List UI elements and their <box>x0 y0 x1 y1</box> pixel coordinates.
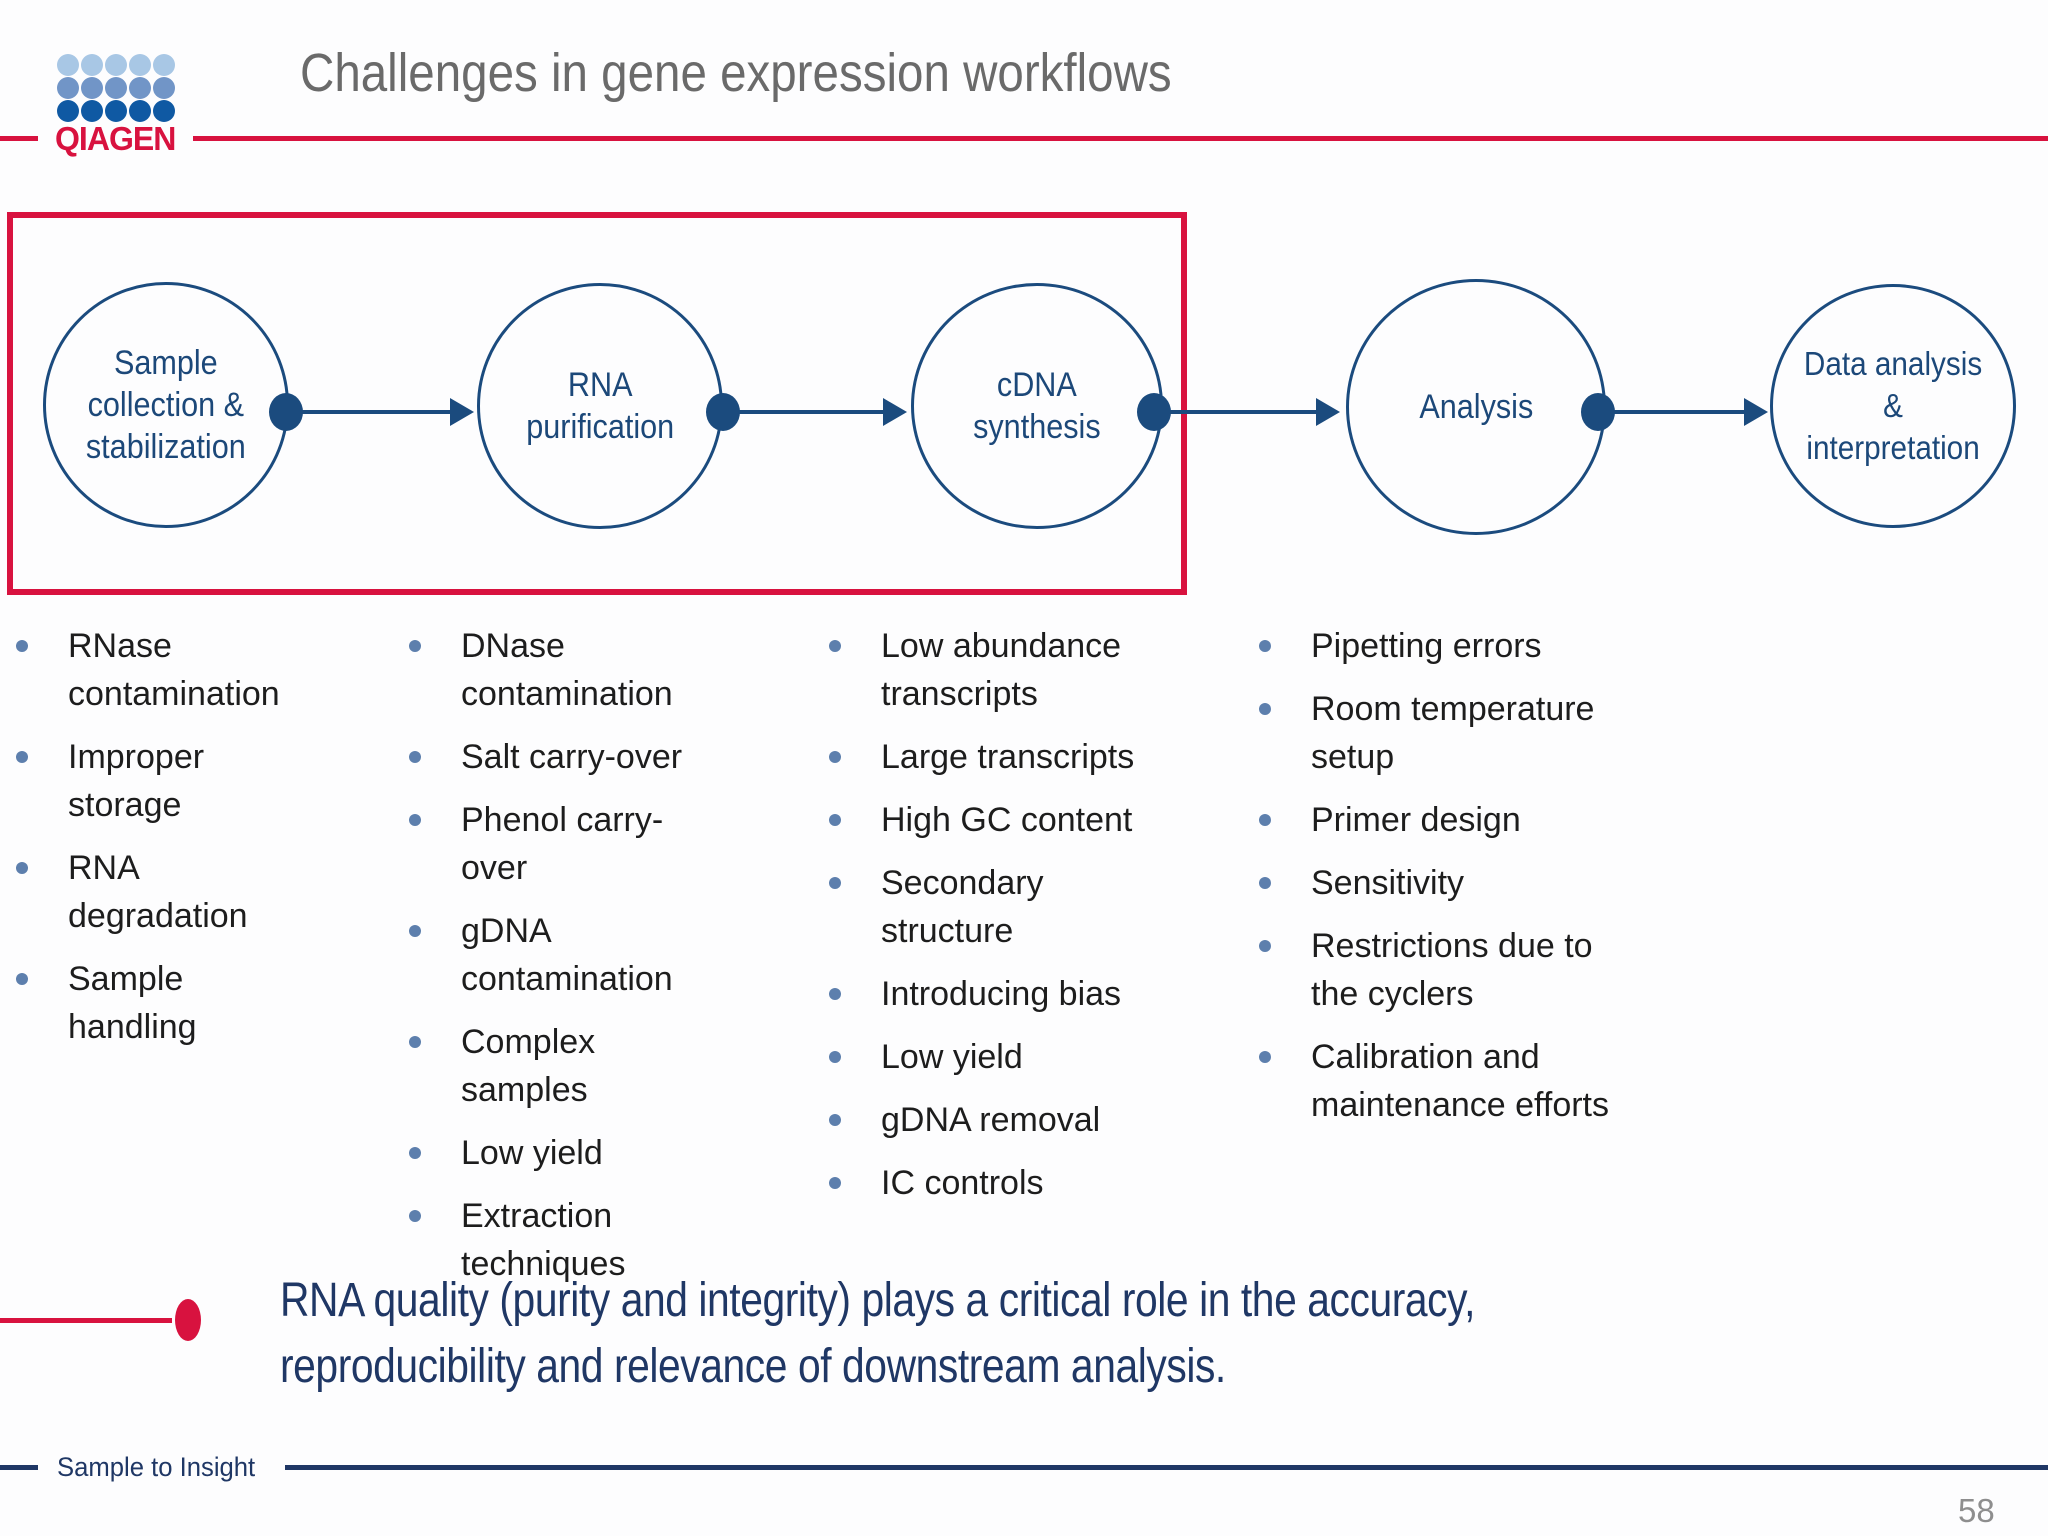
arrow-line-icon <box>1168 410 1316 414</box>
connector-dot-icon <box>1137 393 1171 431</box>
list-item: Introducing bias <box>827 970 1142 1018</box>
list-item: Extraction techniques <box>407 1192 717 1288</box>
logo-dot <box>129 54 151 76</box>
logo-dot <box>57 100 79 122</box>
logo-dot <box>153 54 175 76</box>
logo-dot <box>81 77 103 99</box>
logo-dot <box>81 100 103 122</box>
list-item: Restrictions due to the cyclers <box>1257 922 1617 1018</box>
connector-dot-icon <box>269 393 303 431</box>
logo-dot <box>105 100 127 122</box>
logo-dot <box>153 100 175 122</box>
statement-rule <box>0 1318 172 1323</box>
list-item: Secondary structure <box>827 859 1142 955</box>
list-item: gDNA contamination <box>407 907 717 1003</box>
logo-dot <box>129 77 151 99</box>
list-item: Complex samples <box>407 1018 717 1114</box>
workflow-step-cdna-synthesis: cDNA synthesis <box>911 283 1163 529</box>
arrow-head-icon <box>1744 398 1768 426</box>
logo-dot <box>153 77 175 99</box>
highlight-box <box>7 212 1187 595</box>
logo-dot <box>57 54 79 76</box>
logo-dot <box>105 77 127 99</box>
footer-tagline: Sample to Insight <box>57 1452 256 1482</box>
list-item: Improper storage <box>14 733 314 829</box>
list-item: Low yield <box>827 1033 1142 1081</box>
arrow-line-icon <box>300 410 450 414</box>
connector-dot-icon <box>1581 393 1615 431</box>
workflow-step-label: Data analysis & interpretation <box>1803 345 1983 466</box>
statement-dot-icon <box>175 1299 201 1341</box>
arrow-head-icon <box>883 398 907 426</box>
workflow-step-data-analysis: Data analysis & interpretation <box>1770 284 2016 528</box>
workflow-step-analysis: Analysis <box>1346 279 1606 535</box>
list-item: Pipetting errors <box>1257 622 1617 670</box>
list-item: RNase contamination <box>14 622 314 718</box>
list-item: RNA degradation <box>14 844 314 940</box>
statement-text: RNA quality (purity and integrity) plays… <box>280 1274 1475 1393</box>
list-item: Low abundance transcripts <box>827 622 1142 718</box>
challenge-column-cdna-synthesis: Low abundance transcripts Large transcri… <box>827 622 1142 1222</box>
arrow-head-icon <box>1316 398 1340 426</box>
logo-dot <box>81 54 103 76</box>
arrow-line-icon <box>737 410 883 414</box>
header-rule-left <box>0 136 38 141</box>
list-item: Phenol carry-over <box>407 796 717 892</box>
arrow-head-icon <box>450 398 474 426</box>
page-title: Challenges in gene expression workflows <box>300 43 1172 103</box>
arrow-line-icon <box>1612 410 1744 414</box>
workflow-step-label: Sample collection & stabilization <box>86 344 246 466</box>
logo-dot <box>129 100 151 122</box>
list-item: High GC content <box>827 796 1142 844</box>
list-item: Low yield <box>407 1129 717 1177</box>
workflow-step-sample-collection: Sample collection & stabilization <box>43 282 289 528</box>
list-item: gDNA removal <box>827 1096 1142 1144</box>
footer-rule-left <box>0 1465 38 1470</box>
logo-dot <box>105 54 127 76</box>
challenge-column-analysis: Pipetting errors Room temperature setup … <box>1257 622 1617 1144</box>
brand-wordmark: QIAGEN <box>55 120 176 157</box>
list-item: Primer design <box>1257 796 1617 844</box>
list-item: Large transcripts <box>827 733 1142 781</box>
workflow-step-label: RNA purification <box>526 366 674 446</box>
list-item: IC controls <box>827 1159 1142 1207</box>
qiagen-logo-icon <box>57 54 175 122</box>
workflow-step-rna-purification: RNA purification <box>477 283 723 529</box>
list-item: Calibration and maintenance efforts <box>1257 1033 1617 1129</box>
connector-dot-icon <box>706 393 740 431</box>
challenge-column-sample-collection: RNase contamination Improper storage RNA… <box>14 622 314 1066</box>
list-item: Room temperature setup <box>1257 685 1617 781</box>
footer-rule <box>285 1465 2048 1470</box>
workflow-step-label: Analysis <box>1419 388 1533 426</box>
challenge-column-rna-purification: DNase contamination Salt carry-over Phen… <box>407 622 717 1303</box>
list-item: Sample handling <box>14 955 314 1051</box>
list-item: DNase contamination <box>407 622 717 718</box>
list-item: Sensitivity <box>1257 859 1617 907</box>
page-number: 58 <box>1958 1492 1995 1529</box>
workflow-step-label: cDNA synthesis <box>973 366 1101 446</box>
logo-dot <box>57 77 79 99</box>
list-item: Salt carry-over <box>407 733 717 781</box>
header-rule <box>193 136 2048 141</box>
